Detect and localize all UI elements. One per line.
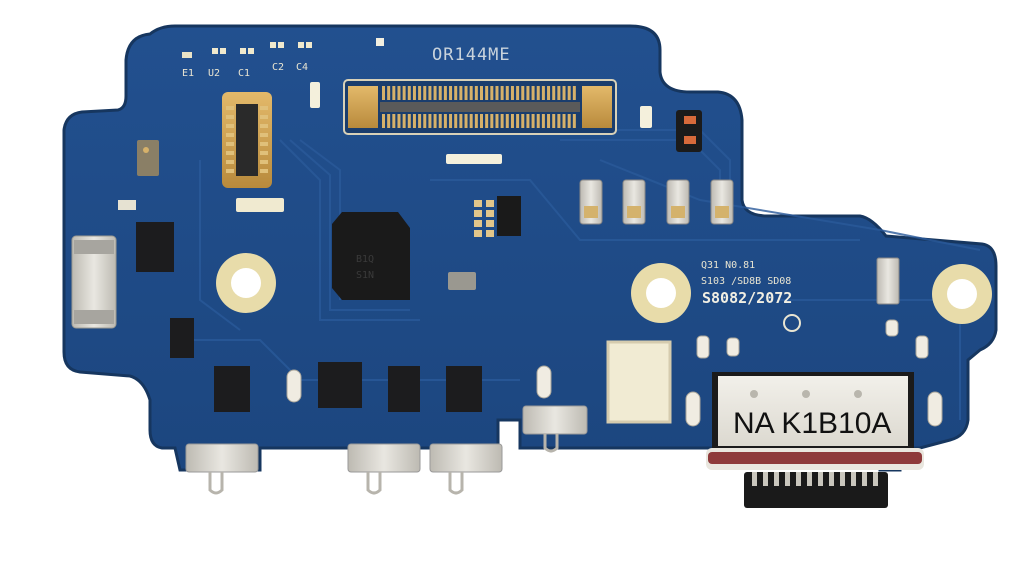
- svg-text:C2: C2: [272, 62, 284, 73]
- oval-contacts: [286, 319, 943, 427]
- spring-contact: [347, 443, 421, 495]
- spring-contact: [429, 443, 503, 495]
- board: [62, 24, 998, 472]
- mounting-hole: [631, 263, 691, 323]
- svg-text:U2: U2: [208, 68, 220, 79]
- svg-text:C1: C1: [238, 68, 250, 79]
- svg-text:S1N: S1N: [356, 270, 374, 281]
- smd-part: [236, 198, 284, 212]
- mounting-hole: [932, 264, 992, 324]
- main-ic: B1Q S1N: [332, 212, 410, 300]
- spring-contact: [185, 443, 259, 495]
- svg-text:B1Q: B1Q: [356, 254, 374, 265]
- board-id-label: OR144ME: [432, 45, 511, 65]
- smd-part: [118, 200, 136, 210]
- usb-c-port: NA K1B10A: [706, 372, 924, 508]
- svg-text:S103 /SD8B SD08: S103 /SD8B SD08: [701, 276, 791, 287]
- gold-pad-array: [474, 196, 521, 237]
- smd-part: [446, 154, 502, 164]
- spring-contact: [522, 405, 588, 453]
- right-switch: [876, 257, 900, 305]
- silk-text-block: Q31 N0.81 S103 /SD8B SD08 S8082/2072: [701, 260, 801, 332]
- board-to-board-connector: [343, 79, 617, 135]
- gold-shield-pad: [606, 340, 672, 424]
- svg-text:Q31 N0.81: Q31 N0.81: [701, 260, 755, 271]
- small-ref-labels: E1 U2 C1 C2 C4: [182, 38, 384, 79]
- svg-text:C4: C4: [296, 62, 308, 73]
- small-connector: [222, 92, 272, 188]
- mounting-hole: [216, 253, 276, 313]
- dual-led: [676, 110, 702, 152]
- smd-part: [640, 106, 652, 128]
- usb-marking: NA K1B10A: [733, 407, 891, 440]
- left-sensor: [137, 140, 159, 176]
- side-button-contact: [71, 235, 117, 329]
- svg-text:S8082/2072: S8082/2072: [702, 289, 792, 307]
- svg-text:E1: E1: [182, 68, 194, 79]
- led-row: [579, 179, 734, 225]
- crystal: [448, 272, 476, 290]
- ic-chips: [136, 222, 482, 412]
- smd-part: [310, 82, 320, 108]
